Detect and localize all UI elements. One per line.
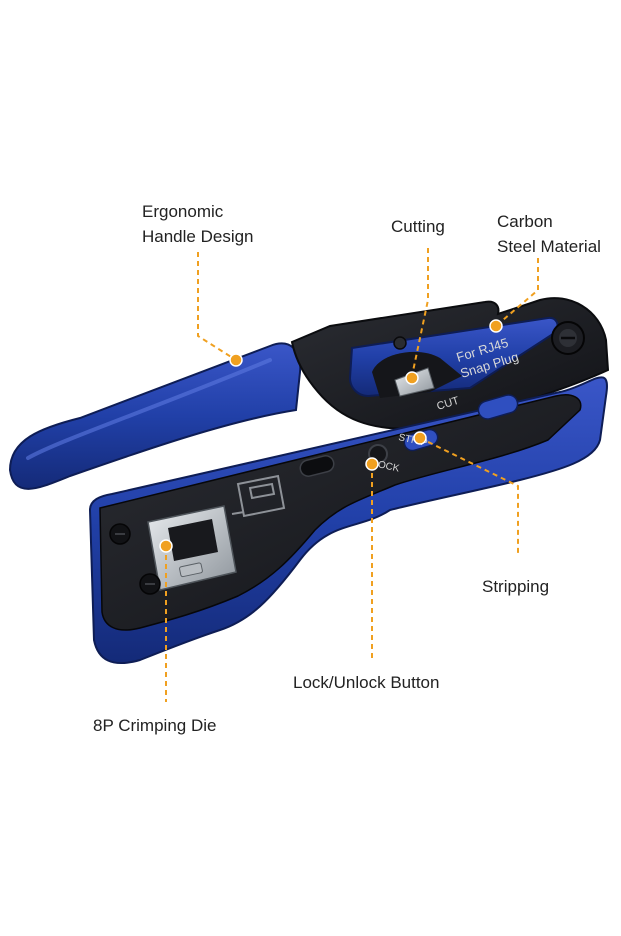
body-screw-top-left (109, 523, 131, 545)
handle-highlight (26, 358, 272, 460)
callout-carbon: Carbon Steel Material (497, 209, 601, 259)
main-pivot-screw (551, 321, 585, 355)
callout-crimping: 8P Crimping Die (93, 716, 217, 735)
body-screw-bottom-left (139, 573, 161, 595)
callout-dot-cutting (405, 371, 419, 385)
callout-line-cutting (411, 248, 429, 377)
callout-line-stripping (419, 437, 519, 556)
callout-dot-carbon (489, 319, 503, 333)
callout-lock: Lock/Unlock Button (293, 673, 440, 692)
callout-carbon-line1: Carbon (497, 212, 553, 231)
callout-dot-ergonomic (229, 353, 243, 367)
callout-ergonomic-line2: Handle Design (142, 227, 254, 246)
callout-line-ergonomic (197, 252, 237, 361)
callout-carbon-line2: Steel Material (497, 237, 601, 256)
callout-ergonomic-line1: Ergonomic (142, 202, 224, 221)
body-slot (299, 455, 335, 477)
callout-line-carbon (495, 258, 539, 327)
callout-dot-stripping (413, 431, 427, 445)
crimping-die (147, 505, 237, 591)
body-pill-right (477, 394, 519, 420)
pivot-screw-small (393, 336, 407, 350)
callout-stripping: Stripping (482, 577, 550, 596)
callout-cutting: Cutting (391, 217, 445, 236)
callout-dot-crimping (159, 539, 173, 553)
callout-dot-lock (365, 457, 379, 471)
upper-handle-grip (8, 342, 302, 490)
rj45-etched-icon (231, 474, 286, 518)
callout-ergonomic: Ergonomic Handle Design (142, 199, 254, 249)
